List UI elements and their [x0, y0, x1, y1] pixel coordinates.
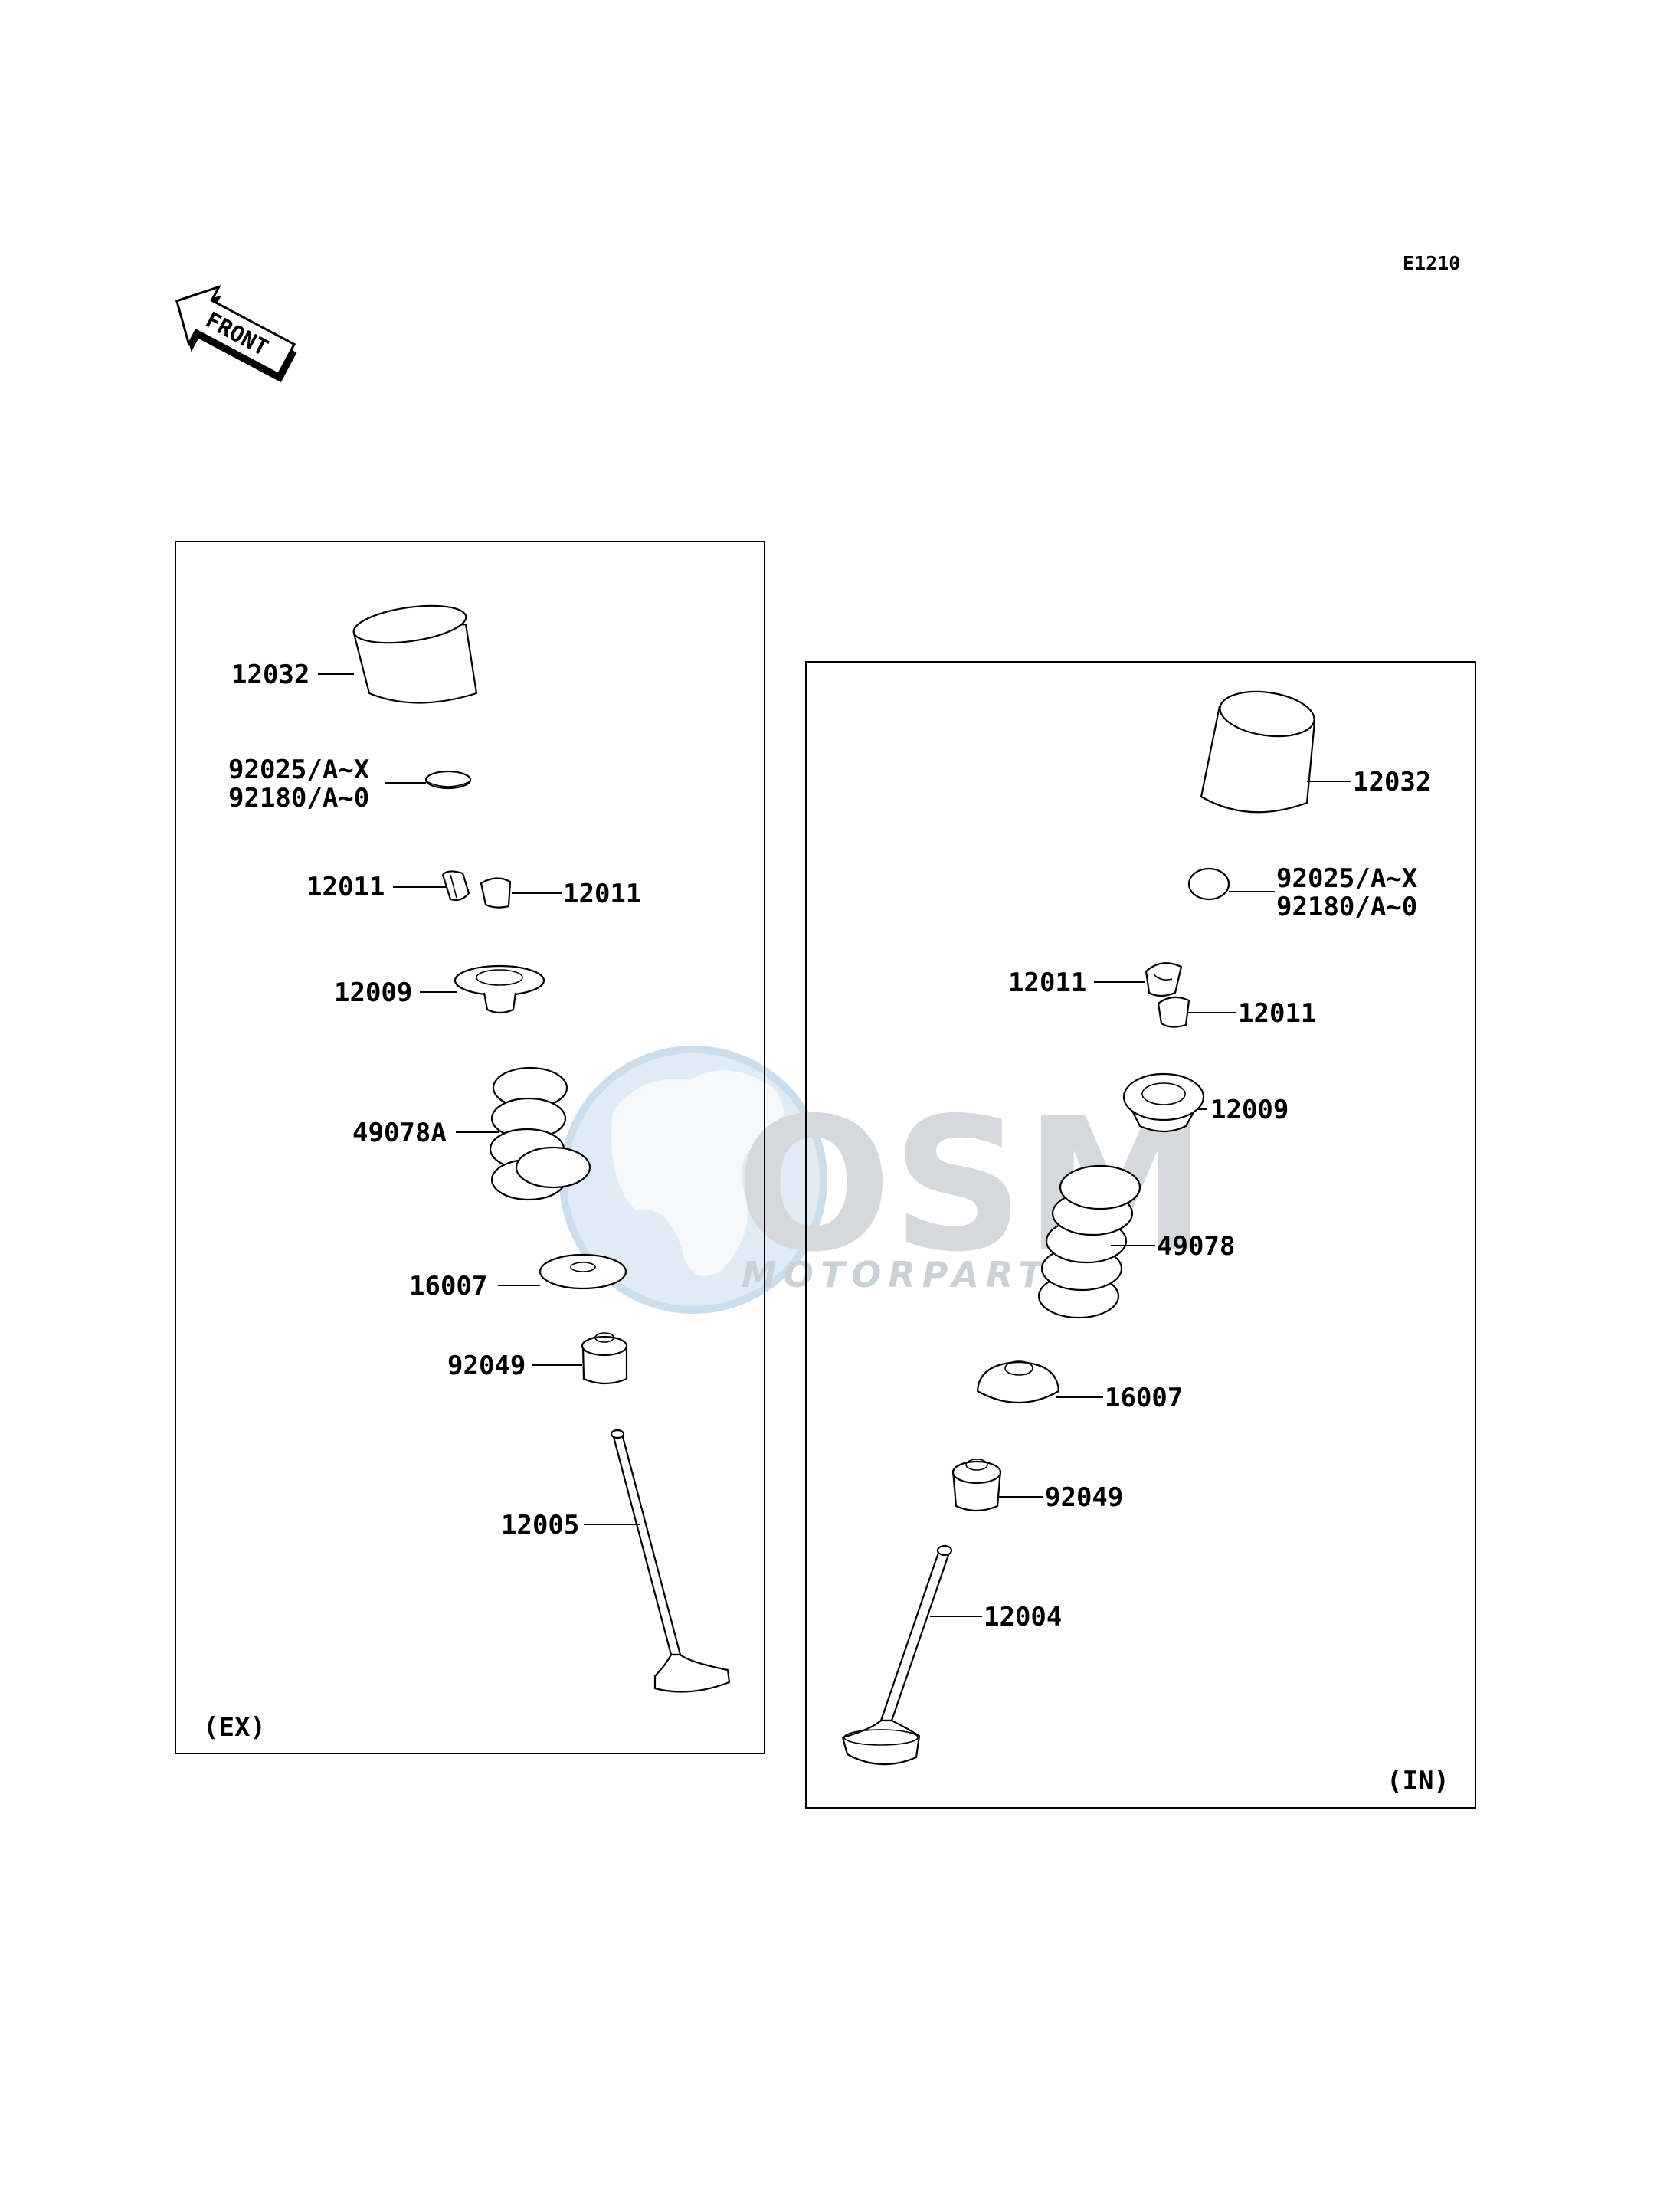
- in-spring-drawing: [1037, 1164, 1141, 1319]
- ex-cotter-right-label: 12011: [563, 879, 641, 909]
- watermark: OSM MOTORPARTS: [559, 1046, 1207, 1314]
- in-stem-seal-drawing: [951, 1459, 1002, 1512]
- ex-cotter-left-label: 12011: [306, 872, 385, 902]
- ex-cotter-left-drawing: [441, 870, 470, 902]
- watermark-sub: MOTORPARTS: [742, 1254, 1082, 1295]
- diagram-code: E1210: [1403, 252, 1460, 274]
- intake-panel: 12032 92025/A~X 92180/A~0 12011 12011 12…: [805, 661, 1476, 1809]
- ex-retainer-drawing: [454, 964, 545, 1014]
- in-cotter-right-drawing: [1157, 996, 1190, 1028]
- in-lifter-label: 12032: [1353, 767, 1431, 797]
- in-lifter-drawing: [1200, 690, 1316, 814]
- in-panel-tag: (IN): [1387, 1766, 1449, 1796]
- in-spring-seat-drawing: [976, 1360, 1060, 1403]
- in-spring-label: 49078: [1157, 1231, 1235, 1262]
- in-cotter-right-label: 12011: [1238, 998, 1316, 1029]
- ex-shim-label-b: 92180/A~0: [228, 783, 369, 814]
- in-retainer-drawing: [1122, 1072, 1205, 1133]
- in-shim-drawing: [1187, 867, 1230, 901]
- ex-stem-seal-drawing: [581, 1332, 628, 1385]
- exhaust-panel: 12032 92025/A~X 92180/A~0 12011 12011 12…: [175, 541, 765, 1754]
- ex-spring-label: 49078A: [352, 1118, 447, 1148]
- ex-valve-label: 12005: [501, 1510, 579, 1541]
- ex-lifter-label: 12032: [231, 660, 309, 690]
- intake-panel-frame: [805, 661, 1476, 1809]
- ex-retainer-label: 12009: [334, 977, 412, 1008]
- in-shim-label-b: 92180/A~0: [1276, 892, 1417, 922]
- in-cotter-left-drawing: [1145, 962, 1183, 997]
- in-valve-drawing: [841, 1544, 953, 1766]
- in-cotter-left-label: 12011: [1008, 968, 1086, 998]
- ex-stem-seal-label: 92049: [447, 1351, 526, 1381]
- world-map-shape: [611, 1070, 784, 1276]
- ex-spring-drawing: [489, 1066, 591, 1201]
- ex-spring-seat-drawing: [539, 1253, 627, 1290]
- ex-lifter-drawing: [352, 604, 478, 704]
- ex-spring-seat-label: 16007: [409, 1271, 487, 1302]
- in-spring-seat-label: 16007: [1105, 1383, 1183, 1413]
- in-retainer-label: 12009: [1210, 1095, 1289, 1125]
- front-arrow-icon: FRONT: [175, 284, 297, 383]
- in-valve-label: 12004: [984, 1602, 1062, 1632]
- ex-shim-drawing: [424, 770, 472, 790]
- in-stem-seal-label: 92049: [1045, 1482, 1123, 1513]
- ex-shim-label-a: 92025/A~X: [228, 755, 370, 785]
- ex-cotter-right-drawing: [480, 877, 512, 909]
- ex-panel-tag: (EX): [203, 1712, 266, 1743]
- exhaust-panel-frame: [175, 541, 765, 1754]
- in-shim-label-a: 92025/A~X: [1276, 863, 1418, 894]
- ex-valve-drawing: [610, 1429, 731, 1693]
